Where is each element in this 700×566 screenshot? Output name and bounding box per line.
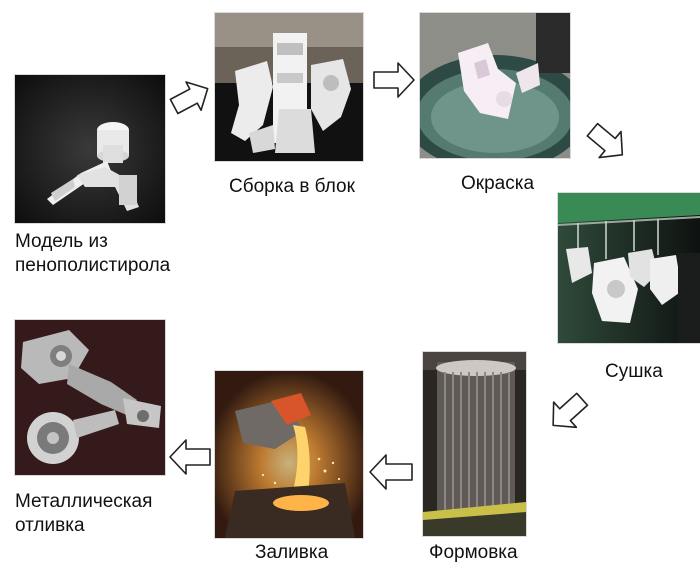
arrow-right-icon	[168, 78, 212, 118]
model-photo	[15, 75, 165, 223]
casting-photo	[15, 320, 165, 475]
pouring-photo	[215, 371, 363, 538]
label-casting-line-2: отливка	[15, 514, 152, 538]
label-drying: Сушка	[605, 360, 663, 384]
label-pouring-line-1: Заливка	[255, 541, 328, 565]
assembly-photo	[215, 13, 363, 161]
label-model: Модель из пенополистирола	[15, 230, 170, 278]
label-model-line-2: пенополистирола	[15, 254, 170, 278]
arrow-down-left-icon	[546, 390, 590, 434]
arrow-left-icon	[368, 452, 416, 492]
painting-photo	[420, 13, 570, 158]
label-molding: Формовка	[429, 541, 518, 565]
arrow-right-icon	[370, 60, 416, 100]
label-assembly: Сборка в блок	[229, 175, 355, 199]
arrow-down-right-icon	[585, 120, 629, 164]
label-painting-line-1: Окраска	[461, 172, 534, 196]
label-model-line-1: Модель из	[15, 230, 170, 254]
label-assembly-line-1: Сборка в блок	[229, 175, 355, 199]
label-casting: Металлическая отливка	[15, 490, 152, 538]
drying-photo	[558, 193, 700, 343]
label-pouring: Заливка	[255, 541, 328, 565]
label-painting: Окраска	[461, 172, 534, 196]
label-drying-line-1: Сушка	[605, 360, 663, 384]
molding-photo	[423, 352, 526, 536]
label-casting-line-1: Металлическая	[15, 490, 152, 514]
arrow-left-icon	[168, 437, 214, 477]
label-molding-line-1: Формовка	[429, 541, 518, 565]
